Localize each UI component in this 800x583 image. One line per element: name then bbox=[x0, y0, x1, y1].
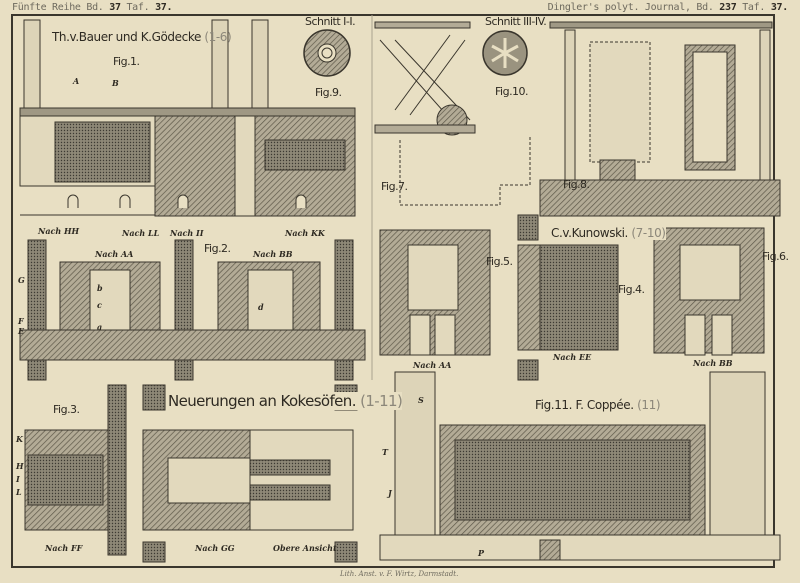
journal-volume: 237 bbox=[719, 2, 737, 13]
section2-title: C.v.Kunowski. (7-10) bbox=[551, 226, 666, 240]
fig7-label: Fig.7. bbox=[381, 180, 408, 193]
author: C.v.Kunowski. bbox=[551, 226, 628, 240]
taf-label: Taf. bbox=[742, 2, 766, 13]
fig6-label: Fig.6. bbox=[762, 250, 789, 263]
marker-d: d bbox=[258, 302, 264, 312]
caption-nach-ee: Nach EE bbox=[553, 352, 592, 362]
taf-label: Taf. bbox=[126, 2, 150, 13]
fig10-label: Fig.10. bbox=[495, 85, 529, 98]
fig2-label: Fig.2. bbox=[204, 242, 231, 255]
section1-title: Th.v.Bauer und K.Gödecke (1-6) bbox=[52, 30, 232, 44]
marker-e: E bbox=[18, 326, 25, 336]
main-title: Neuerungen an Kokesöfen. (1-11) bbox=[168, 392, 403, 410]
author: Th.v.Bauer und K.Gödecke bbox=[52, 30, 201, 44]
schnitt-2-label: Schnitt III-IV. bbox=[485, 15, 547, 28]
journal-label: Dingler's polyt. Journal, Bd. bbox=[547, 2, 714, 13]
fig4-label: Fig.4. bbox=[618, 283, 645, 296]
schnitt-1-label: Schnitt I-I. bbox=[305, 15, 356, 28]
plate-border bbox=[11, 14, 775, 568]
caption-nach-bb-fig2: Nach BB bbox=[253, 249, 293, 259]
author: Fig.11. F. Coppée. bbox=[535, 398, 634, 412]
fig8-label: Fig.8. bbox=[563, 178, 590, 191]
fig4-drawing bbox=[517, 214, 619, 381]
marker-a-lower: a bbox=[97, 322, 103, 332]
fig3-label: Fig.3. bbox=[53, 403, 80, 416]
series-label: Fünfte Reihe Bd. bbox=[12, 2, 104, 13]
caption-nach-aa-fig2: Nach AA bbox=[95, 249, 134, 259]
fig1-label: Fig.1. bbox=[113, 55, 140, 68]
caption-nach-ff: Nach FF bbox=[45, 543, 83, 553]
section3-title: Fig.11. F. Coppée. (11) bbox=[535, 398, 661, 412]
caption-nach-gg: Nach GG bbox=[195, 543, 235, 553]
title-text: Neuerungen an Kokesöfen. bbox=[168, 392, 356, 410]
fig8-drawing bbox=[539, 21, 781, 217]
lithographer-imprint: Lith. Anst. v. F. Wirtz, Darmstadt. bbox=[340, 570, 459, 578]
caption-nach-kk: Nach KK bbox=[285, 228, 325, 238]
fig1-drawing bbox=[19, 19, 356, 217]
marker-f: F bbox=[18, 316, 24, 326]
fig3-drawing bbox=[24, 384, 358, 563]
marker-b-lower: b bbox=[97, 283, 103, 293]
plate-number: 37. bbox=[770, 2, 788, 13]
marker-c: c bbox=[97, 300, 102, 310]
header-left: Fünfte Reihe Bd. 37 Taf. 37. bbox=[12, 2, 173, 13]
fig5-label: Fig.5. bbox=[486, 255, 513, 268]
marker-t: T bbox=[382, 447, 388, 457]
marker-a: A bbox=[73, 76, 80, 86]
marker-s: S bbox=[418, 395, 424, 405]
fig9-drawing bbox=[303, 29, 351, 77]
range: (1-11) bbox=[360, 392, 403, 410]
caption-nach-hh: Nach HH bbox=[38, 226, 80, 236]
marker-h: H bbox=[16, 461, 24, 471]
caption-nach-ll: Nach LL bbox=[122, 228, 160, 238]
fig2-drawing bbox=[19, 239, 366, 381]
fig5-drawing bbox=[379, 229, 491, 356]
fig9-label: Fig.9. bbox=[315, 86, 342, 99]
marker-p: P bbox=[478, 548, 485, 558]
fig6-drawing bbox=[653, 227, 765, 356]
caption-nach-aa-fig5: Nach AA bbox=[413, 360, 452, 370]
caption-nach-bb-fig6: Nach BB bbox=[693, 358, 733, 368]
marker-k: K bbox=[16, 434, 23, 444]
fig11-drawing bbox=[379, 371, 781, 561]
marker-l: L bbox=[16, 487, 22, 497]
fig10-drawing bbox=[482, 30, 528, 76]
marker-i: I bbox=[16, 474, 20, 484]
fig7-drawing bbox=[374, 21, 531, 206]
marker-j: J bbox=[388, 488, 392, 498]
range: (1-6) bbox=[204, 30, 232, 44]
header-right: Dingler's polyt. Journal, Bd. 237 Taf. 3… bbox=[547, 2, 789, 13]
volume-number: 37 bbox=[109, 2, 121, 13]
range: (7-10) bbox=[631, 226, 666, 240]
caption-obere-ansicht: Obere Ansicht bbox=[273, 543, 337, 553]
range: (11) bbox=[637, 398, 661, 412]
plate-number: 37. bbox=[155, 2, 173, 13]
marker-b: B bbox=[112, 78, 119, 88]
caption-nach-ii: Nach II bbox=[170, 228, 204, 238]
marker-g: G bbox=[18, 275, 25, 285]
